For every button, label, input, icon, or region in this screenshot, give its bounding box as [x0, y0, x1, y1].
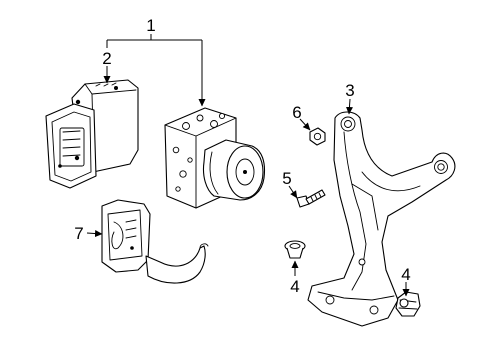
- callout-leaders: [86, 34, 410, 297]
- callout-7: 7: [74, 224, 83, 243]
- callout-3: 3: [345, 81, 354, 100]
- callout-1: 1: [146, 16, 155, 35]
- nut: [309, 127, 326, 146]
- grommet: [284, 240, 306, 259]
- callout-4-grommet: 4: [290, 277, 299, 296]
- callout-4-isolator: 4: [401, 265, 410, 284]
- bolt: [296, 189, 326, 208]
- isolator: [395, 291, 421, 317]
- callout-6: 6: [292, 103, 301, 122]
- wiring-harness: [101, 199, 209, 284]
- control-module: [45, 79, 139, 189]
- callout-2: 2: [102, 49, 111, 68]
- callout-5: 5: [282, 169, 291, 188]
- hydraulic-modulator: [164, 107, 266, 209]
- mounting-bracket: [307, 111, 456, 327]
